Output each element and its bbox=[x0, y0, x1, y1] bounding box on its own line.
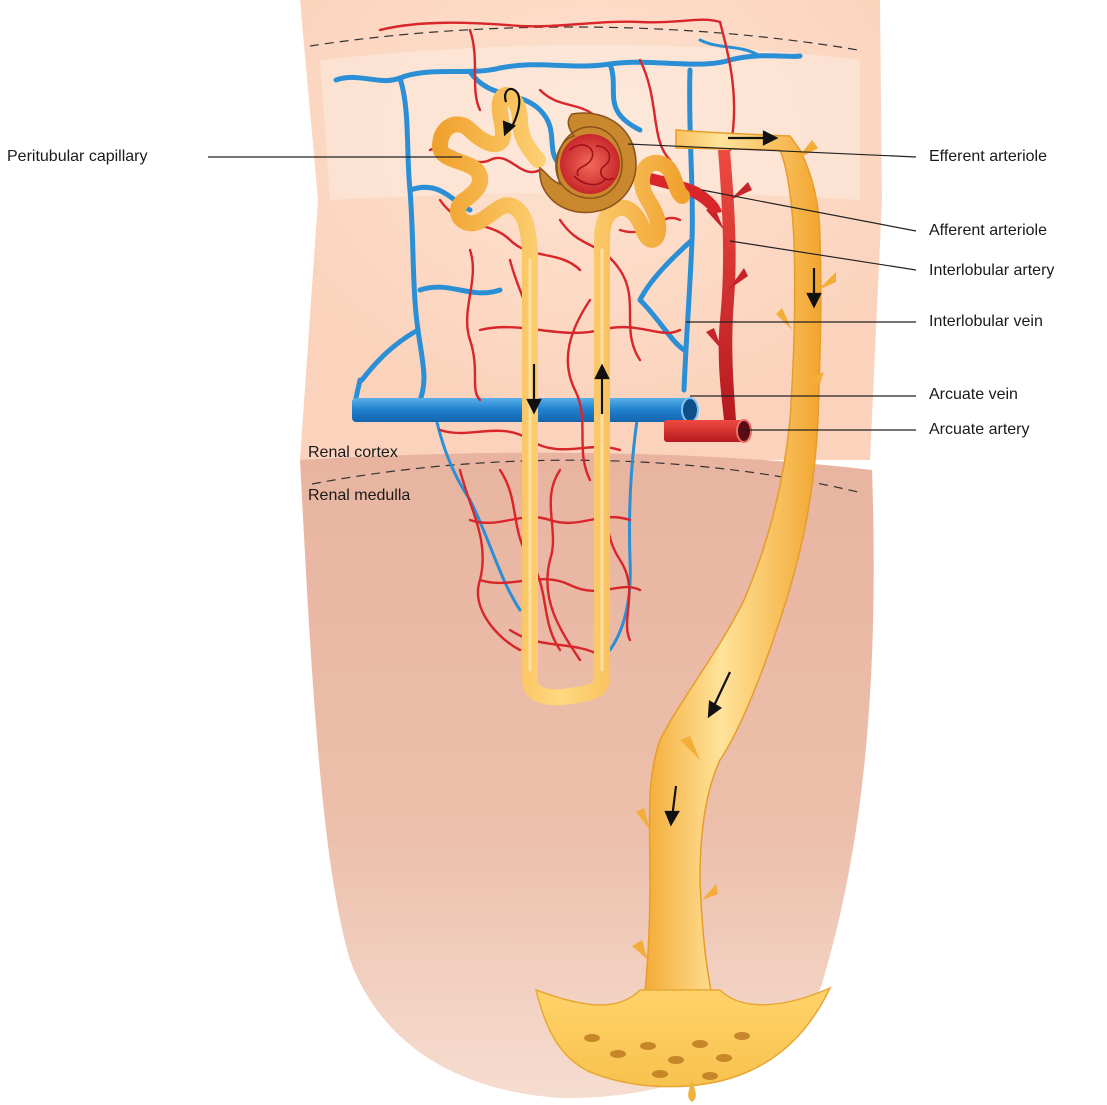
arcuate-vein-opening bbox=[682, 398, 698, 422]
label-interlobular-vein: Interlobular vein bbox=[929, 312, 1043, 332]
label-efferent-arteriole: Efferent arteriole bbox=[929, 147, 1047, 167]
label-arcuate-vein: Arcuate vein bbox=[929, 385, 1018, 405]
label-renal-medulla: Renal medulla bbox=[308, 486, 410, 506]
label-peritubular-capillary: Peritubular capillary bbox=[7, 147, 148, 167]
label-renal-cortex: Renal cortex bbox=[308, 443, 398, 463]
arcuate-artery-vessel bbox=[664, 420, 744, 442]
label-afferent-arteriole: Afferent arteriole bbox=[929, 221, 1047, 241]
label-arcuate-artery: Arcuate artery bbox=[929, 420, 1029, 440]
arcuate-vein-vessel bbox=[352, 398, 690, 422]
arcuate-artery-opening bbox=[737, 420, 751, 442]
label-interlobular-artery: Interlobular artery bbox=[929, 261, 1054, 281]
